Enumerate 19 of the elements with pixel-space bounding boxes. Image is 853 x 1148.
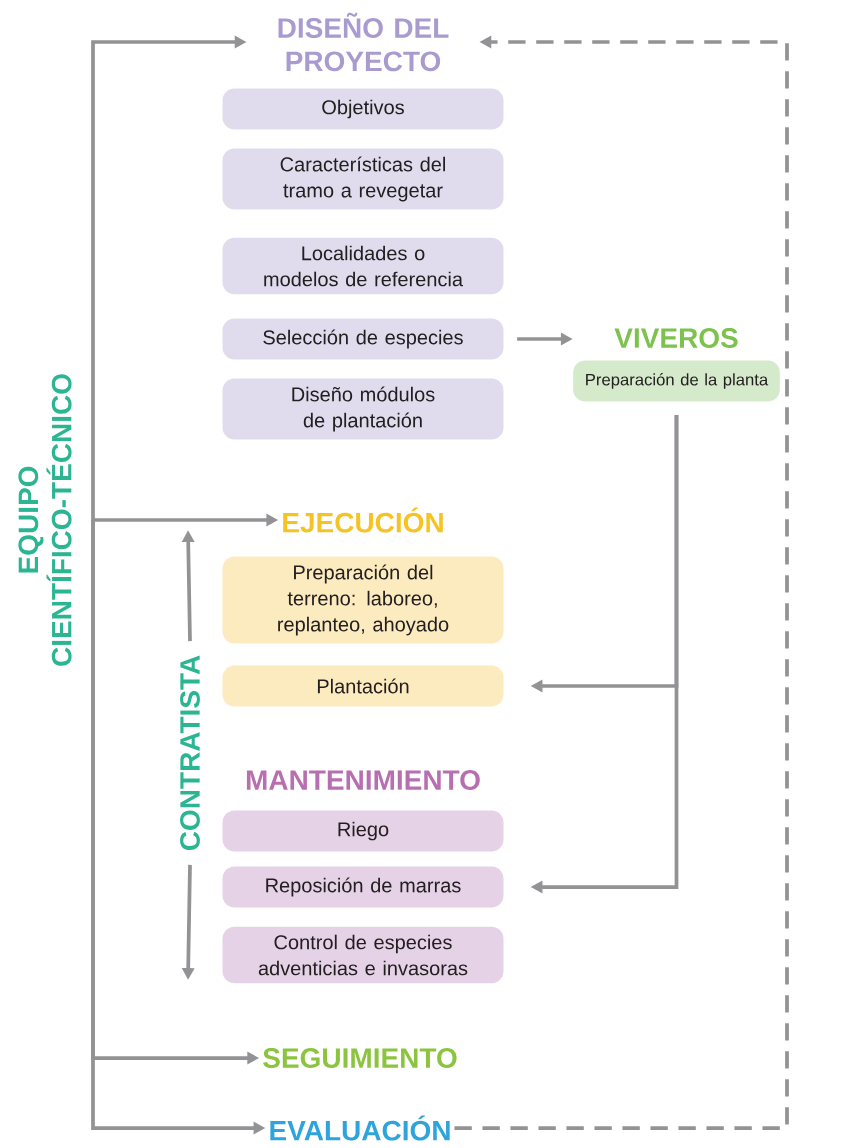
- task-box: Riego: [222, 810, 504, 852]
- stage-heading: EVALUACIÓN: [270, 1115, 450, 1141]
- vertical-label: CONTRATISTA: [180, 655, 200, 851]
- task-box: VIVEROS Preparación de la planta: [573, 328, 780, 402]
- task-box: Localidades o modelos de referencia: [222, 237, 504, 295]
- task-box: Plantación: [222, 665, 504, 707]
- stage-heading: MANTENIMIENTO: [246, 770, 480, 790]
- task-box: Diseño módulos de plantación: [222, 378, 504, 440]
- stage-heading: SEGUIMIENTO: [263, 1048, 457, 1068]
- task-box: Características del tramo a revegetar: [222, 148, 504, 210]
- task-box: Objetivos: [222, 88, 504, 130]
- stage-heading: DISEÑO DEL PROYECTO: [278, 12, 449, 72]
- task-box: Reposición de marras: [222, 866, 504, 908]
- task-box: Selección de especies: [222, 318, 504, 360]
- task-box: Preparación del terreno: laboreo, replanteo, ahoyado: [222, 556, 504, 644]
- stage-heading: EJECUCIÓN: [283, 507, 443, 533]
- vertical-label: EQUIPO CIENTÍFICO-TÉCNICO: [18, 374, 72, 666]
- task-box: Control de especies adventicias e invasoras: [222, 926, 504, 984]
- node-label: VIVEROS: [614, 328, 738, 348]
